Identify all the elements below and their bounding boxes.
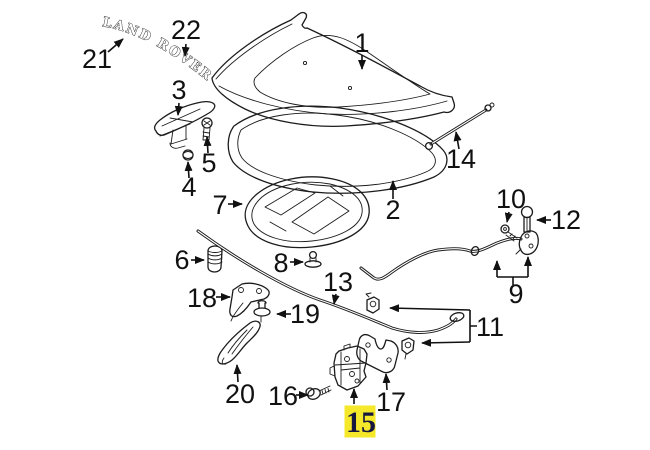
callout-1[interactable]: 1 bbox=[354, 28, 369, 58]
bracket-bolt bbox=[253, 300, 271, 323]
callout-9[interactable]: 9 bbox=[508, 279, 523, 309]
hood-clip bbox=[304, 250, 322, 268]
hood-latch bbox=[329, 343, 368, 391]
cable-pin bbox=[520, 205, 534, 233]
callout-20[interactable]: 20 bbox=[225, 379, 255, 409]
hinge-nut bbox=[182, 149, 194, 161]
callout-7[interactable]: 7 bbox=[212, 190, 227, 220]
highlight-box[interactable] bbox=[344, 405, 376, 438]
latch-bolt bbox=[305, 385, 332, 400]
bumper-stop bbox=[207, 245, 223, 273]
release-cable-front bbox=[196, 229, 465, 334]
callout-5[interactable]: 5 bbox=[201, 148, 216, 178]
hood-seal bbox=[227, 105, 448, 194]
cable-bolt bbox=[500, 224, 518, 242]
callout-leaders bbox=[107, 38, 551, 404]
callout-3[interactable]: 3 bbox=[171, 75, 186, 105]
callout-18[interactable]: 18 bbox=[187, 283, 217, 313]
insulator-pad bbox=[244, 176, 370, 249]
callout-17[interactable]: 17 bbox=[376, 387, 406, 417]
callout-15[interactable]: 15 bbox=[346, 406, 376, 439]
hood-hinge-left bbox=[217, 320, 261, 365]
hinge-bracket bbox=[229, 282, 270, 322]
callout-4[interactable]: 4 bbox=[181, 172, 196, 202]
callout-22[interactable]: 22 bbox=[171, 15, 201, 45]
cable-clip-upper bbox=[365, 292, 380, 314]
hood-panel bbox=[211, 11, 456, 127]
callout-16[interactable]: 16 bbox=[268, 381, 298, 411]
callout-8[interactable]: 8 bbox=[273, 248, 288, 278]
hood-hinge-right bbox=[153, 100, 216, 149]
callout-13[interactable]: 13 bbox=[323, 267, 353, 297]
callout-15-highlighted[interactable]: 15 bbox=[344, 405, 377, 440]
callout-6[interactable]: 6 bbox=[174, 245, 189, 275]
callout-19[interactable]: 19 bbox=[290, 299, 320, 329]
callout-10[interactable]: 10 bbox=[496, 184, 526, 214]
callout-11[interactable]: 11 bbox=[476, 312, 504, 342]
hinge-bolt bbox=[201, 117, 213, 141]
release-cable-rear bbox=[359, 230, 539, 281]
gas-strut bbox=[424, 102, 495, 151]
cable-clip-lower bbox=[401, 337, 415, 360]
callout-21[interactable]: 21 bbox=[82, 44, 112, 74]
callout-14[interactable]: 14 bbox=[446, 144, 476, 174]
callout-2[interactable]: 2 bbox=[385, 195, 400, 225]
callout-12[interactable]: 12 bbox=[551, 205, 581, 235]
striker-plate bbox=[356, 334, 399, 374]
